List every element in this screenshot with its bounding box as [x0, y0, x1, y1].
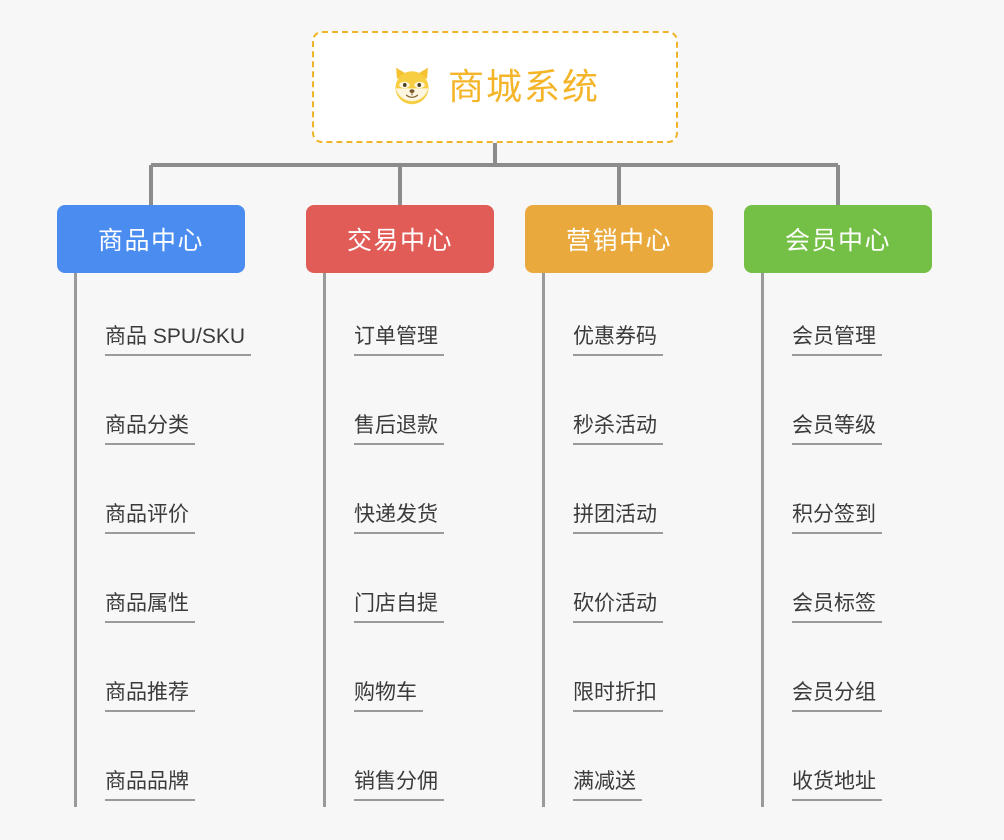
leaf-item[interactable]: 砍价活动 — [545, 540, 713, 629]
leaf-item-label: 优惠券码 — [573, 325, 663, 356]
leaf-item[interactable]: 订单管理 — [326, 273, 494, 362]
leaf-item[interactable]: 快递发货 — [326, 451, 494, 540]
leaf-item-label: 秒杀活动 — [573, 414, 663, 445]
leaf-item[interactable]: 商品 SPU/SKU — [77, 273, 252, 362]
leaf-item-label: 拼团活动 — [573, 503, 663, 534]
leaf-item-label: 快递发货 — [354, 503, 444, 534]
root-node-title: 商城系统 — [447, 66, 600, 107]
shiba-dog-icon — [395, 67, 429, 105]
leaf-item[interactable]: 限时折扣 — [545, 629, 713, 718]
branch-header-label: 会员中心 — [784, 227, 891, 255]
branch-column-marketing-center: 营销中心 优惠券码 秒杀活动 拼团活动 砍价活动 限时折扣 满减送 — [525, 205, 713, 807]
leaf-item-label: 限时折扣 — [573, 681, 663, 712]
leaf-item[interactable]: 秒杀活动 — [545, 362, 713, 451]
leaf-item-label: 收货地址 — [792, 770, 882, 801]
leaf-item-label: 订单管理 — [354, 325, 444, 356]
root-node-mall-system[interactable]: 商城系统 — [312, 31, 678, 143]
leaf-item[interactable]: 收货地址 — [764, 718, 932, 807]
leaf-item[interactable]: 售后退款 — [326, 362, 494, 451]
branch-column-trade-center: 交易中心 订单管理 售后退款 快递发货 门店自提 购物车 销售分佣 — [306, 205, 494, 807]
leaf-item-label: 会员等级 — [792, 414, 882, 445]
leaf-item-label: 销售分佣 — [354, 770, 444, 801]
leaf-item[interactable]: 优惠券码 — [545, 273, 713, 362]
branch-column-member-center: 会员中心 会员管理 会员等级 积分签到 会员标签 会员分组 收货地址 — [744, 205, 932, 807]
branch-header-product-center[interactable]: 商品中心 — [57, 205, 245, 273]
leaf-item-label: 售后退款 — [354, 414, 444, 445]
leaf-item[interactable]: 商品属性 — [77, 540, 245, 629]
leaf-item-label: 商品推荐 — [105, 681, 195, 712]
leaf-item[interactable]: 购物车 — [326, 629, 494, 718]
leaf-item[interactable]: 商品分类 — [77, 362, 245, 451]
leaf-item[interactable]: 会员等级 — [764, 362, 932, 451]
leaf-item-label: 会员管理 — [792, 325, 882, 356]
branch-column-product-center: 商品中心 商品 SPU/SKU 商品分类 商品评价 商品属性 商品推荐 商品品牌 — [57, 205, 252, 807]
branch-header-label: 交易中心 — [346, 227, 453, 255]
leaf-item-label: 商品 SPU/SKU — [105, 325, 252, 356]
leaf-item-label: 会员标签 — [792, 592, 882, 623]
branch-leaf-list-product-center: 商品 SPU/SKU 商品分类 商品评价 商品属性 商品推荐 商品品牌 — [74, 273, 252, 807]
branch-header-label: 营销中心 — [565, 227, 672, 255]
leaf-item[interactable]: 商品推荐 — [77, 629, 245, 718]
leaf-item[interactable]: 满减送 — [545, 718, 713, 807]
leaf-item-label: 商品分类 — [105, 414, 195, 445]
leaf-item-label: 会员分组 — [792, 681, 882, 712]
branch-header-label: 商品中心 — [97, 227, 204, 255]
leaf-item[interactable]: 销售分佣 — [326, 718, 494, 807]
branch-header-trade-center[interactable]: 交易中心 — [306, 205, 494, 273]
leaf-item[interactable]: 门店自提 — [326, 540, 494, 629]
leaf-item[interactable]: 商品品牌 — [77, 718, 245, 807]
leaf-item[interactable]: 会员管理 — [764, 273, 932, 362]
leaf-item-label: 购物车 — [354, 681, 423, 712]
branch-header-marketing-center[interactable]: 营销中心 — [525, 205, 713, 273]
leaf-item-label: 砍价活动 — [573, 592, 663, 623]
leaf-item[interactable]: 积分签到 — [764, 451, 932, 540]
leaf-item-label: 积分签到 — [792, 503, 882, 534]
branch-leaf-list-member-center: 会员管理 会员等级 积分签到 会员标签 会员分组 收货地址 — [761, 273, 932, 807]
branch-leaf-list-marketing-center: 优惠券码 秒杀活动 拼团活动 砍价活动 限时折扣 满减送 — [542, 273, 713, 807]
leaf-item[interactable]: 会员分组 — [764, 629, 932, 718]
leaf-item-label: 商品评价 — [105, 503, 195, 534]
branch-leaf-list-trade-center: 订单管理 售后退款 快递发货 门店自提 购物车 销售分佣 — [323, 273, 494, 807]
leaf-item-label: 商品属性 — [105, 592, 195, 623]
leaf-item[interactable]: 商品评价 — [77, 451, 245, 540]
leaf-item-label: 商品品牌 — [105, 770, 195, 801]
leaf-item-label: 门店自提 — [354, 592, 444, 623]
leaf-item[interactable]: 会员标签 — [764, 540, 932, 629]
leaf-item[interactable]: 拼团活动 — [545, 451, 713, 540]
branch-header-member-center[interactable]: 会员中心 — [744, 205, 932, 273]
leaf-item-label: 满减送 — [573, 770, 642, 801]
